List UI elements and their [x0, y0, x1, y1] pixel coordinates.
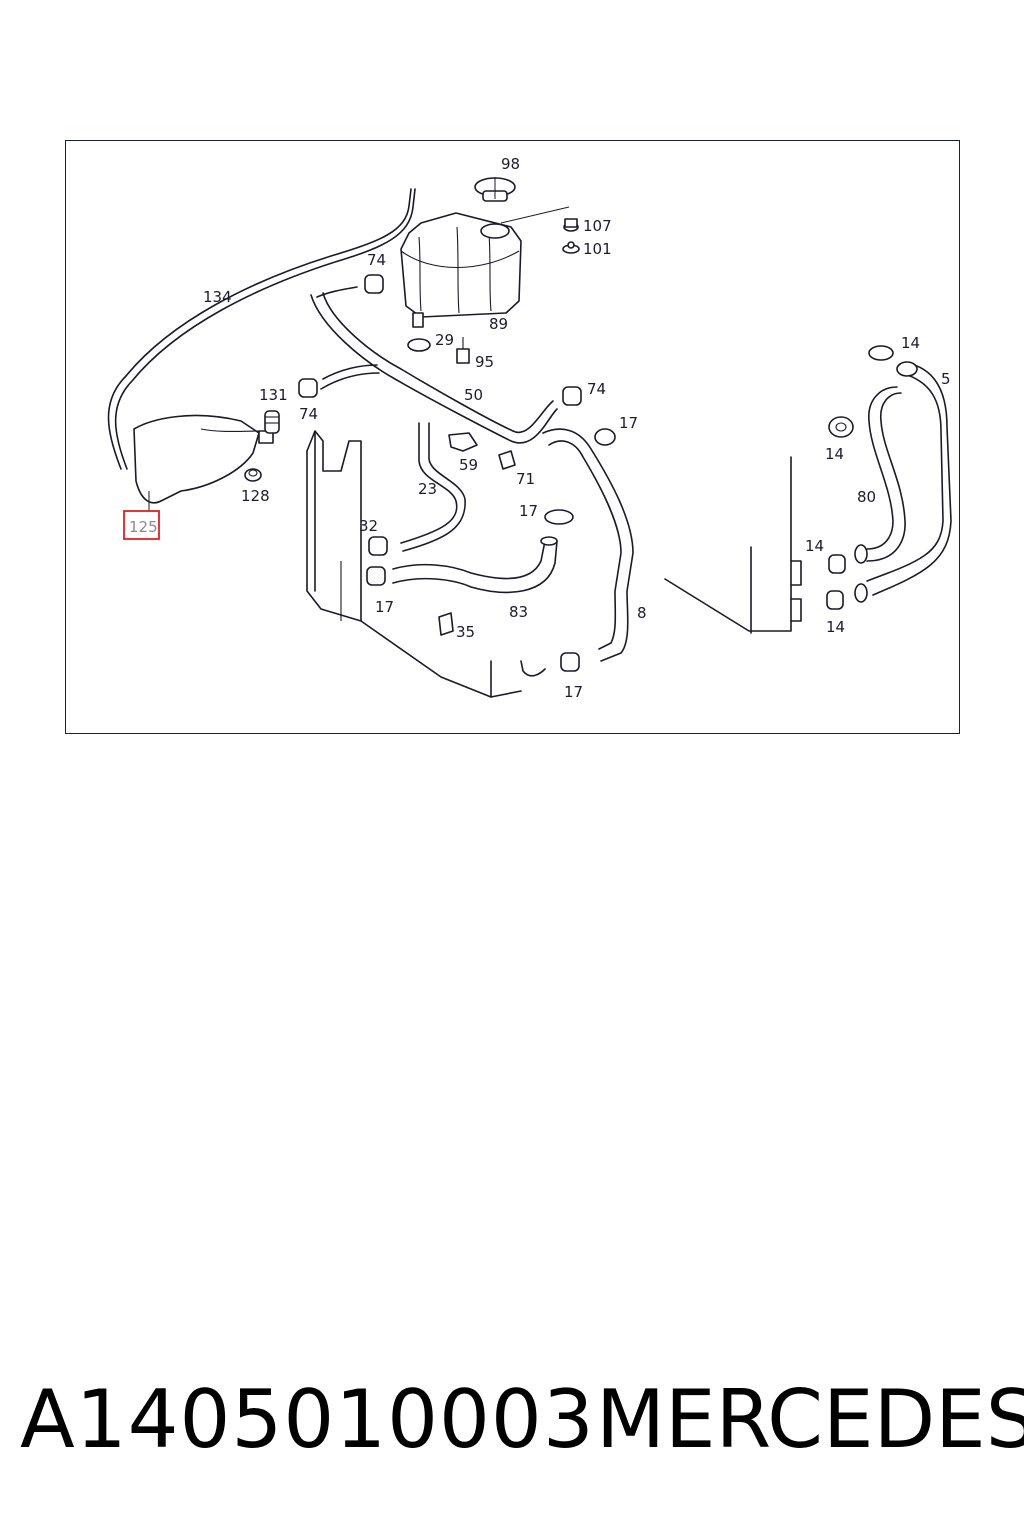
hose-5	[866, 362, 952, 596]
callout-95: 95	[475, 353, 494, 371]
callout-14: 14	[826, 618, 845, 636]
hose-80-inner	[866, 386, 898, 550]
callout-59: 59	[459, 456, 478, 474]
callout-74: 74	[299, 405, 318, 423]
clamp-17-d	[560, 652, 580, 672]
callout-125: 125	[129, 518, 158, 536]
parts-diagram-frame: 98 107 101 74 89 134 29 95 14 5 131 74 5…	[65, 140, 960, 734]
callout-8: 8	[637, 604, 647, 622]
hose-50	[322, 292, 554, 434]
hose-23-inner	[402, 422, 466, 552]
bracket-59-part	[448, 432, 478, 452]
clamp-17-b	[544, 509, 574, 525]
callout-128: 128	[241, 487, 270, 505]
part-info-footer: A1405010003 MERCEDES	[0, 1370, 1024, 1480]
callout-80: 80	[857, 488, 876, 506]
clamp-14-a	[868, 345, 894, 361]
callout-17: 17	[375, 598, 394, 616]
clamp-17-a	[594, 428, 616, 446]
heater-unit-part	[664, 456, 802, 634]
hose-8-inner	[548, 440, 622, 650]
callout-101: 101	[583, 240, 612, 258]
clamp-14-b	[828, 416, 854, 438]
callout-23: 23	[418, 480, 437, 498]
hose-23	[400, 422, 458, 544]
clamp-32	[368, 536, 388, 556]
callout-5: 5	[941, 370, 951, 388]
reservoir-tank-125-part	[133, 414, 274, 504]
brand-text: MERCEDES	[596, 1373, 1024, 1466]
clip-71-part	[498, 450, 516, 470]
hose-80	[866, 392, 906, 562]
highlight-box-125	[123, 510, 160, 540]
hose-8	[542, 428, 634, 662]
callout-17: 17	[619, 414, 638, 432]
callout-74: 74	[587, 380, 606, 398]
grommet-128-part	[244, 468, 262, 482]
clamp-74-a	[364, 274, 384, 294]
callout-14: 14	[825, 445, 844, 463]
clamp-14-c	[828, 554, 846, 574]
cooling-system-parts-diagram: 98 107 101 74 89 134 29 95 14 5 131 74 5…	[107, 155, 952, 701]
callout-14: 14	[805, 537, 824, 555]
expansion-tank-part	[400, 212, 522, 328]
clip-35	[438, 612, 454, 636]
bellows-131-part	[264, 410, 280, 434]
callout-14: 14	[901, 334, 920, 352]
callout-29: 29	[435, 331, 454, 349]
part-number-text: A1405010003	[20, 1373, 595, 1466]
overflow-hose-134-inner	[114, 188, 416, 470]
clamp-17-c	[366, 566, 386, 586]
valve-95-part	[456, 337, 470, 364]
callout-98: 98	[501, 155, 520, 173]
radiator-part	[306, 430, 546, 698]
hose-83-inner	[392, 540, 558, 594]
callout-50: 50	[464, 386, 483, 404]
seal-101-part	[562, 241, 580, 254]
hose-83	[392, 540, 546, 580]
hose-50-inner	[310, 294, 558, 444]
callout-131: 131	[259, 386, 288, 404]
overflow-hose-134	[107, 188, 412, 470]
clamp-29-part	[407, 338, 431, 352]
callout-74: 74	[367, 251, 386, 269]
callout-71: 71	[516, 470, 535, 488]
callout-35: 35	[456, 623, 475, 641]
callout-89: 89	[489, 315, 508, 333]
callout-107: 107	[583, 217, 612, 235]
callout-32: 32	[359, 517, 378, 535]
callout-17: 17	[519, 502, 538, 520]
clamp-14-d	[826, 590, 844, 610]
clamp-74-c	[562, 386, 582, 406]
callout-83: 83	[509, 603, 528, 621]
hose-50-branch	[320, 372, 380, 390]
plug-107-part	[563, 218, 579, 232]
callout-17: 17	[564, 683, 583, 701]
clamp-74-b	[298, 378, 318, 398]
callout-134: 134	[203, 288, 232, 306]
